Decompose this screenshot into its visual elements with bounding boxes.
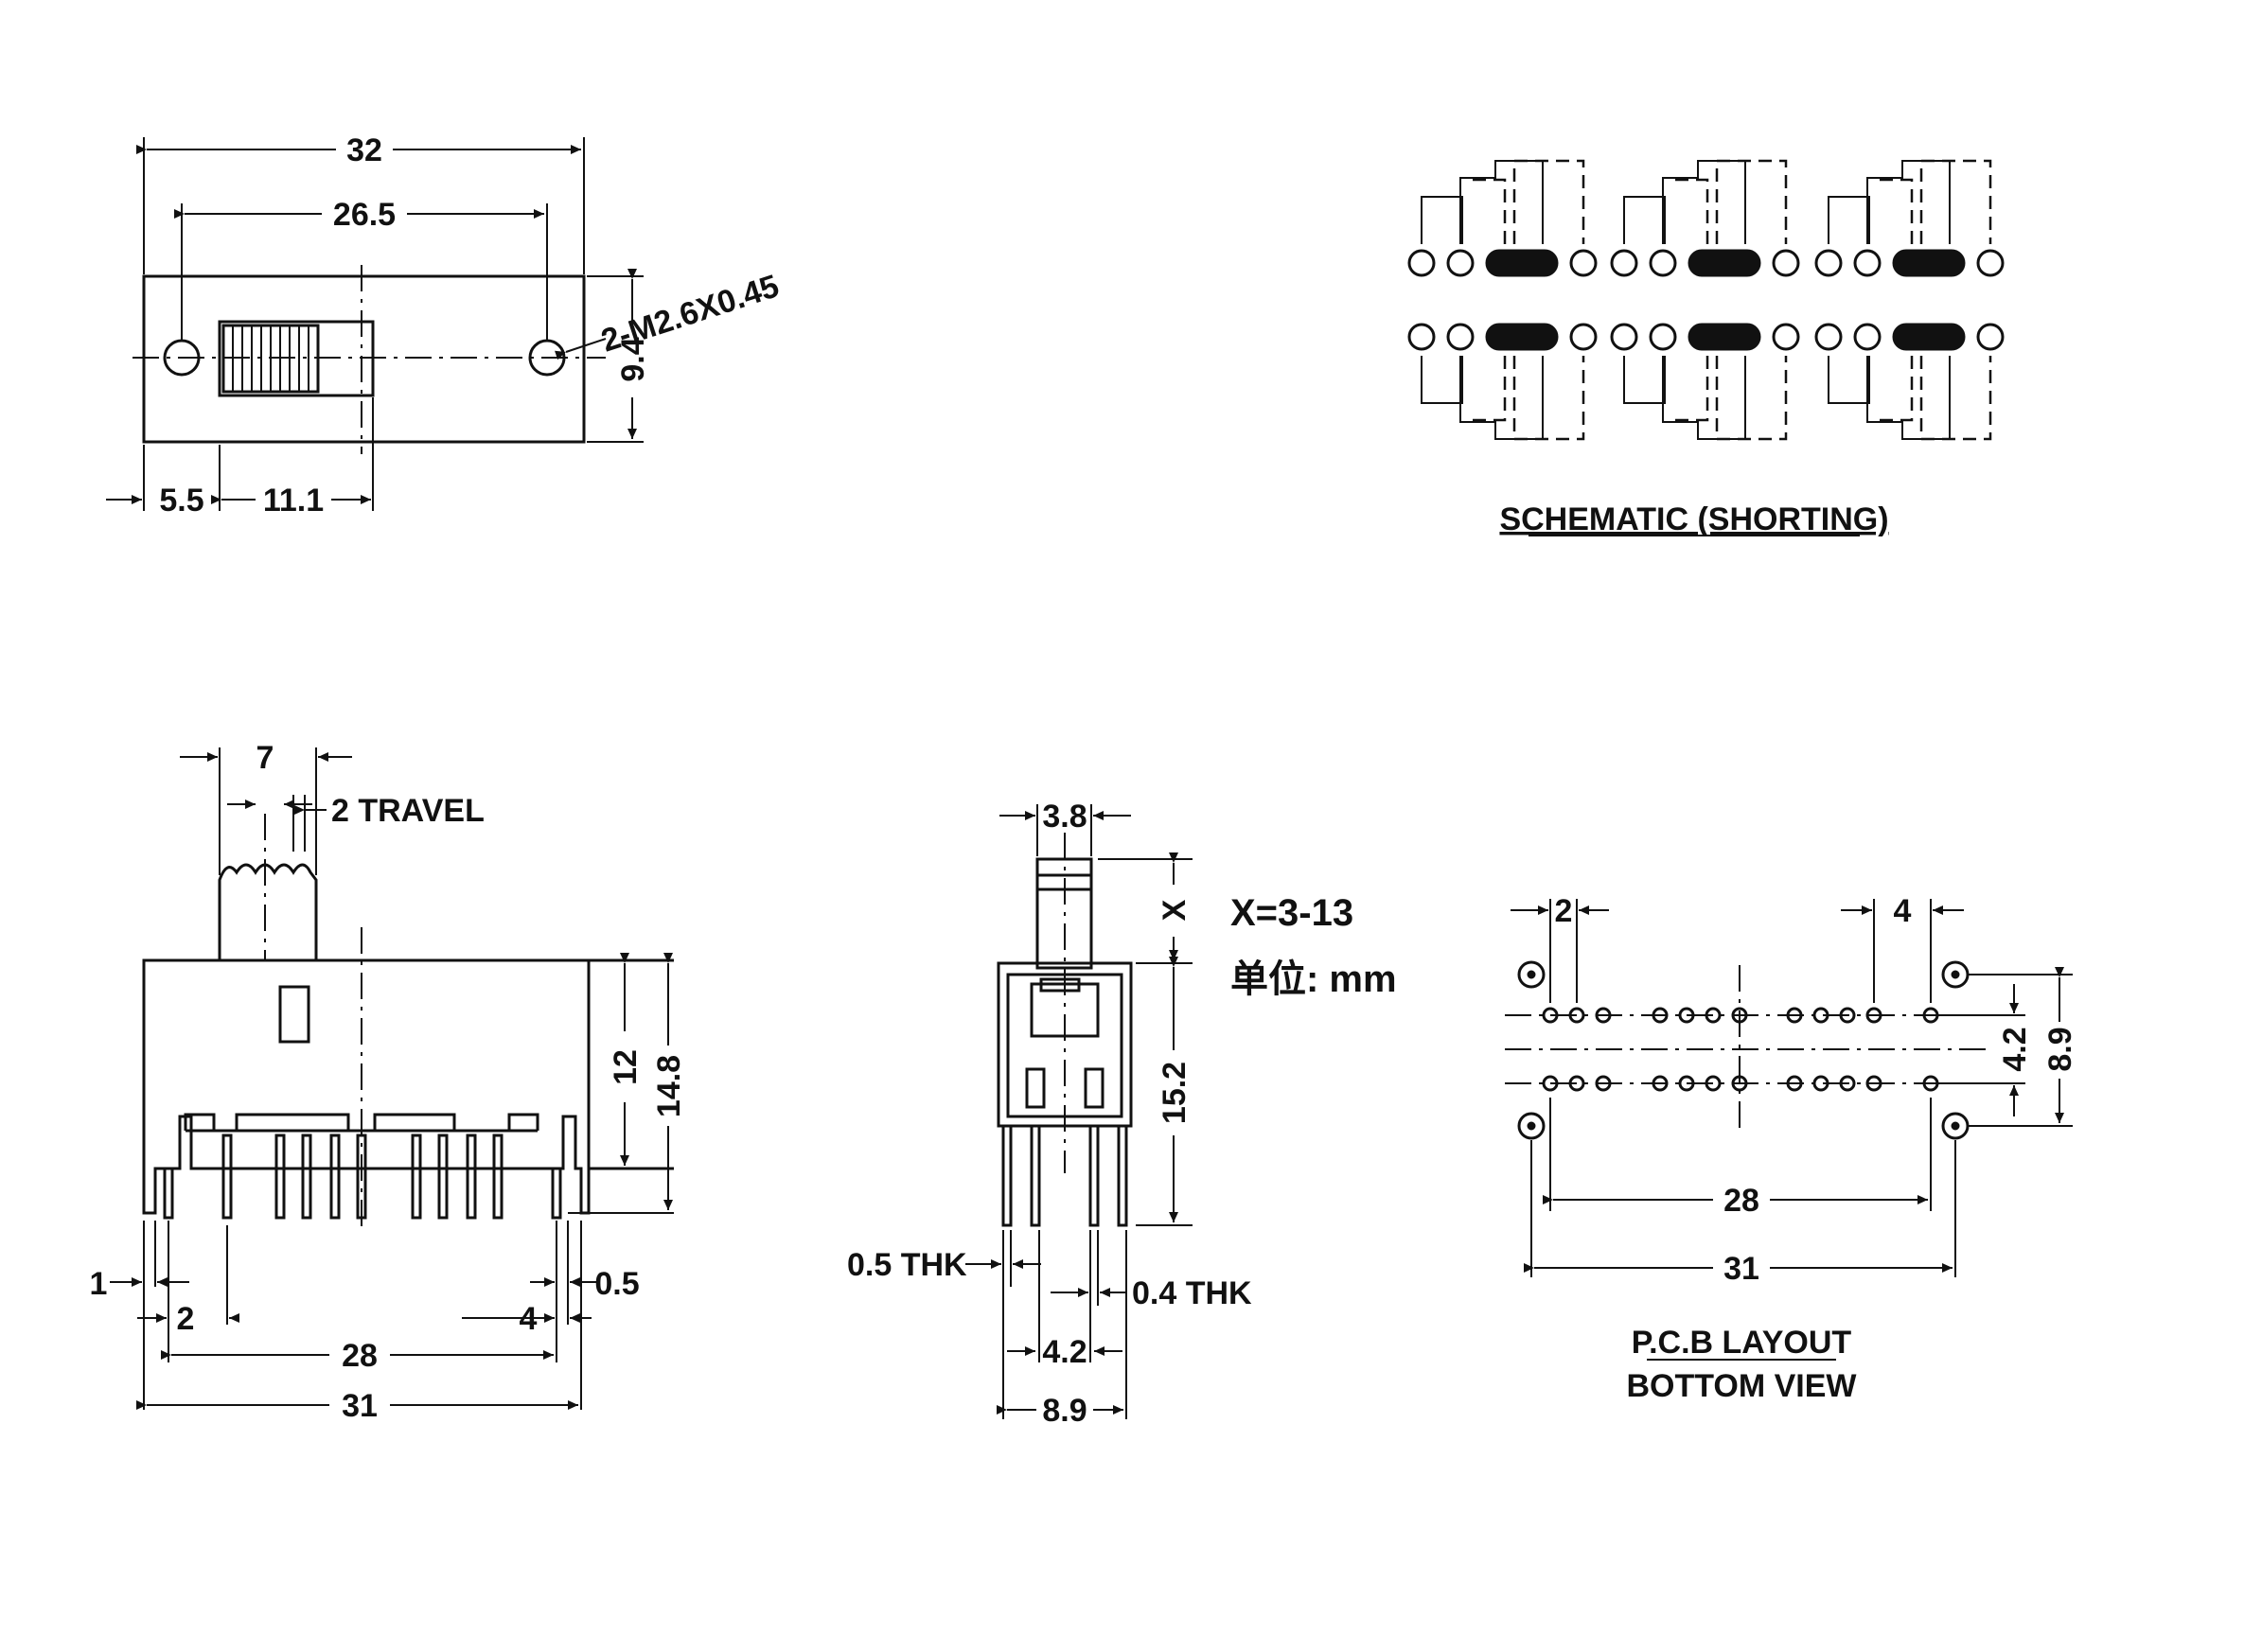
dim-12: 12 (608, 1049, 644, 1085)
contact (1569, 323, 1598, 351)
schematic-title: SCHEMATIC (SHORTING) (1499, 501, 1888, 537)
contact (1976, 249, 2005, 277)
dim-pin-4: 4 (520, 1301, 538, 1337)
thk-0-5: 0.5 THK (847, 1247, 967, 1283)
x-range: X=3-13 (1230, 892, 1353, 934)
dim-15-2: 15.2 (1157, 1062, 1193, 1124)
dim-7: 7 (256, 740, 274, 776)
schematic: SCHEMATIC (SHORTING) (1407, 159, 2005, 537)
pcb-layout: 2 4 4.2 8.9 28 31 P.C.B LAYOUT BOTTOM VI… (1505, 893, 2078, 1404)
contact (1976, 323, 2005, 351)
pcb-pin-holes (1542, 1007, 1939, 1092)
schematic-pole-2 (1610, 159, 1800, 441)
contact (1446, 323, 1475, 351)
contact (1853, 249, 1882, 277)
top-view: 32 26.5 2-M2.6X0.45 9.4 5.5 11.1 (106, 132, 784, 518)
dim-3-8: 3.8 (1042, 799, 1087, 835)
thk-0-4: 0.4 THK (1132, 1275, 1252, 1311)
contact (1814, 323, 1843, 351)
shorting-bar (1688, 249, 1761, 277)
pcb-dim-4: 4 (1894, 893, 1912, 929)
dim-9-4: 9.4 (615, 337, 651, 381)
shorting-bar (1485, 249, 1559, 277)
slider-knob (221, 324, 320, 394)
side-view: 3.8 X X=3-13 单位: mm 15.2 0.5 THK 0.4 THK… (847, 799, 1397, 1429)
dim-8-9: 8.9 (1042, 1393, 1087, 1429)
front-pins (163, 1134, 562, 1220)
side-pins (1001, 1124, 1128, 1227)
pcb-title-line2: BOTTOM VIEW (1626, 1368, 1857, 1404)
dim-travel: 2 TRAVEL (331, 793, 485, 829)
pcb-title-line1: P.C.B LAYOUT (1632, 1325, 1852, 1361)
contact (1569, 249, 1598, 277)
dim-pin-0-5: 0.5 (594, 1266, 639, 1302)
dim-26-5: 26.5 (333, 197, 396, 233)
pcb-dim-2: 2 (1555, 893, 1573, 929)
actuator (218, 863, 318, 960)
contact (1649, 323, 1677, 351)
contact (1814, 249, 1843, 277)
dim-pin-1: 1 (90, 1266, 108, 1302)
shorting-bar (1485, 323, 1559, 351)
dim-14-8: 14.8 (651, 1055, 687, 1117)
schematic-pole-1 (1407, 159, 1598, 441)
front-view: 7 2 TRAVEL 12 14.8 1 0.5 2 4 (90, 740, 687, 1424)
dim-32: 32 (346, 132, 382, 168)
shorting-bar (1892, 323, 1966, 351)
schematic-pole-3 (1814, 159, 2005, 441)
shorting-bar (1688, 323, 1761, 351)
pcb-dim-28: 28 (1723, 1183, 1759, 1219)
dim-11-1: 11.1 (263, 483, 324, 518)
contact (1772, 323, 1800, 351)
dim-31: 31 (342, 1388, 378, 1424)
top-view-body (142, 274, 586, 444)
contact (1407, 249, 1436, 277)
pcb-mount-holes (1517, 960, 1970, 1140)
contact (1853, 323, 1882, 351)
dim-5-5: 5.5 (159, 483, 203, 518)
unit-label: 单位: mm (1230, 958, 1397, 1000)
contact (1772, 249, 1800, 277)
contact (1649, 249, 1677, 277)
dim-pin-2: 2 (177, 1301, 195, 1337)
dim-28: 28 (342, 1338, 378, 1374)
pcb-dim-8-9: 8.9 (2042, 1027, 2078, 1071)
dim-x: X (1157, 899, 1193, 921)
contact (1610, 323, 1638, 351)
slider-window (218, 320, 375, 397)
pcb-dim-31: 31 (1723, 1251, 1759, 1287)
pcb-dim-4-2: 4.2 (1997, 1027, 2033, 1071)
indicator-window (278, 985, 310, 1044)
contact (1407, 323, 1436, 351)
contact (1610, 249, 1638, 277)
dim-4-2: 4.2 (1042, 1334, 1087, 1370)
shorting-bar (1892, 249, 1966, 277)
contact (1446, 249, 1475, 277)
